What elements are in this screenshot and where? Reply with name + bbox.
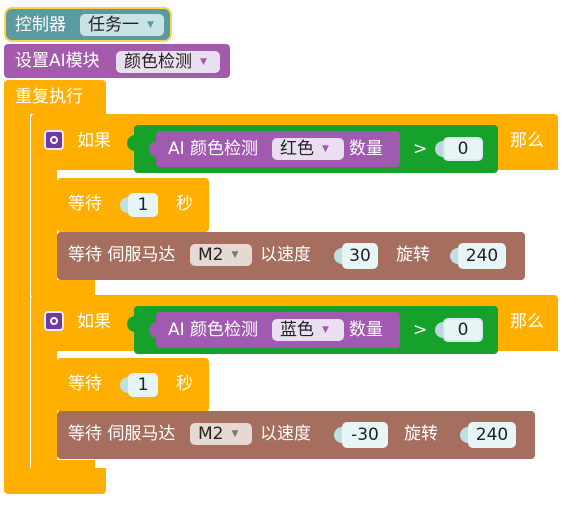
servo-block-2[interactable] bbox=[57, 411, 535, 459]
task-value: 任务一 bbox=[88, 14, 139, 35]
ai-label-1: AI 颜色检测 bbox=[168, 139, 259, 159]
gear-icon[interactable] bbox=[44, 130, 64, 150]
color-value-2: 蓝色 bbox=[280, 319, 314, 340]
wait-value-2[interactable]: 1 bbox=[128, 373, 158, 397]
chevron-down-icon: ▼ bbox=[231, 428, 239, 439]
chevron-down-icon: ▼ bbox=[200, 56, 207, 67]
if-label-1: 如果 bbox=[77, 131, 111, 151]
color-dropdown-2[interactable]: 蓝色 ▼ bbox=[272, 319, 344, 341]
socket-plug bbox=[450, 248, 458, 264]
module-dropdown[interactable]: 颜色检测 ▼ bbox=[116, 51, 220, 73]
wait-unit-1: 秒 bbox=[176, 194, 193, 214]
speed-label-2: 以速度 bbox=[260, 424, 311, 444]
chevron-down-icon: ▼ bbox=[147, 19, 154, 30]
operator-1[interactable]: > bbox=[413, 139, 428, 159]
set-module-label: 设置AI模块 bbox=[15, 51, 100, 71]
module-value: 颜色检测 bbox=[124, 51, 192, 72]
rotate-label-2: 旋转 bbox=[404, 424, 438, 444]
ai-label-2: AI 颜色检测 bbox=[168, 320, 259, 340]
socket-plug bbox=[435, 322, 443, 338]
motor-value-1: M2 bbox=[198, 244, 224, 265]
then-label-2: 那么 bbox=[510, 312, 544, 332]
socket-plug bbox=[334, 427, 342, 443]
socket-plug bbox=[120, 377, 128, 393]
socket-plug bbox=[334, 248, 342, 264]
angle-value-2[interactable]: 240 bbox=[468, 422, 516, 448]
chevron-down-icon: ▼ bbox=[322, 143, 329, 154]
operator-2[interactable]: > bbox=[413, 320, 428, 340]
color-value-1: 红色 bbox=[280, 138, 314, 159]
motor-value-2: M2 bbox=[198, 423, 224, 444]
count-label-1: 数量 bbox=[349, 139, 383, 159]
speed-label-1: 以速度 bbox=[260, 245, 311, 265]
color-dropdown-1[interactable]: 红色 ▼ bbox=[272, 138, 344, 160]
socket-plug bbox=[120, 197, 128, 213]
socket-plug bbox=[460, 427, 468, 443]
if-arm-2 bbox=[31, 349, 57, 473]
repeat-arm bbox=[4, 113, 30, 473]
socket-plug bbox=[435, 141, 443, 157]
if-footer-1 bbox=[31, 280, 95, 298]
chevron-down-icon: ▼ bbox=[322, 324, 329, 335]
speed-value-2[interactable]: -30 bbox=[342, 422, 388, 448]
angle-value-1[interactable]: 240 bbox=[458, 243, 506, 269]
gear-icon[interactable] bbox=[44, 311, 64, 331]
compare-value-1[interactable]: 0 bbox=[443, 137, 483, 161]
wait-value-1[interactable]: 1 bbox=[128, 193, 158, 217]
socket-plug bbox=[149, 141, 157, 157]
task-dropdown[interactable]: 任务一 ▼ bbox=[80, 14, 164, 36]
if-arm-1 bbox=[31, 168, 57, 288]
motor-dropdown-1[interactable]: M2 ▼ bbox=[190, 244, 252, 266]
if-footer-2 bbox=[31, 460, 95, 478]
wait-label-2: 等待 bbox=[68, 374, 102, 394]
count-label-2: 数量 bbox=[349, 320, 383, 340]
servo-label-2: 等待 伺服马达 bbox=[68, 424, 176, 444]
wait-label-1: 等待 bbox=[68, 194, 102, 214]
servo-label-1: 等待 伺服马达 bbox=[68, 245, 176, 265]
speed-value-1[interactable]: 30 bbox=[342, 243, 378, 269]
socket-plug bbox=[127, 135, 135, 151]
servo-block-1[interactable] bbox=[57, 232, 525, 280]
controller-label: 控制器 bbox=[15, 15, 66, 35]
repeat-header[interactable] bbox=[4, 80, 106, 114]
compare-value-2[interactable]: 0 bbox=[443, 318, 483, 342]
socket-plug bbox=[149, 322, 157, 338]
socket-plug bbox=[127, 316, 135, 332]
repeat-label: 重复执行 bbox=[15, 87, 83, 107]
rotate-label-1: 旋转 bbox=[396, 245, 430, 265]
wait-unit-2: 秒 bbox=[176, 374, 193, 394]
chevron-down-icon: ▼ bbox=[231, 249, 239, 260]
if-label-2: 如果 bbox=[77, 312, 111, 332]
then-label-1: 那么 bbox=[510, 131, 544, 151]
motor-dropdown-2[interactable]: M2 ▼ bbox=[190, 423, 252, 445]
